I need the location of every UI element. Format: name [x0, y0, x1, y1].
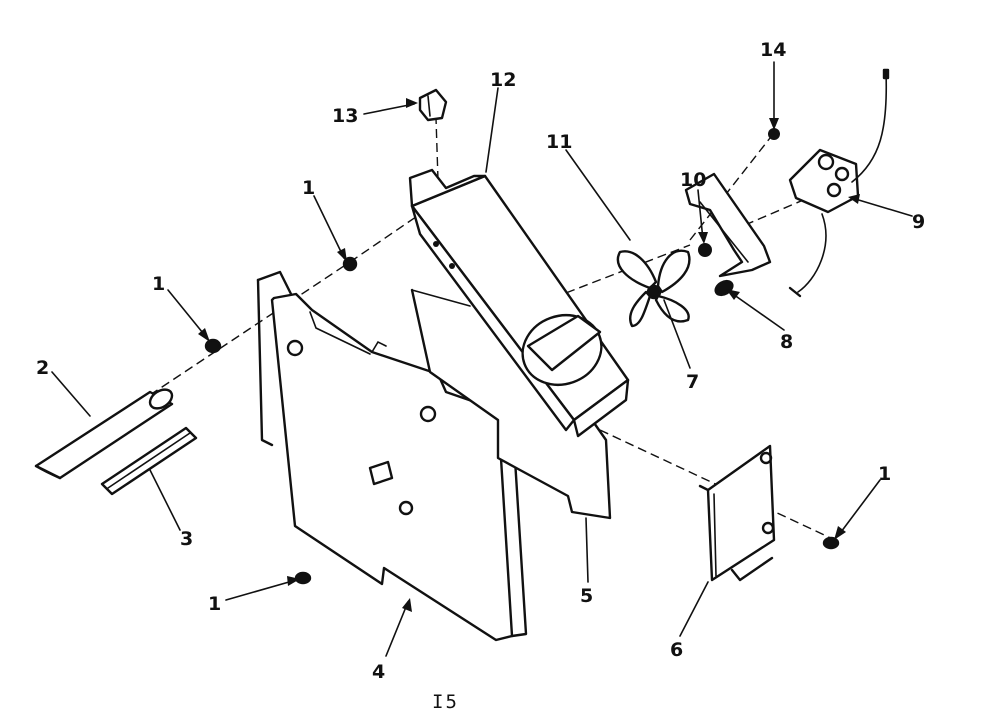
part-13-clip — [418, 88, 448, 122]
leader-lines — [51, 61, 913, 657]
callout-7: 7 — [686, 371, 699, 393]
part-12-blower-housing — [408, 168, 630, 438]
callout-5: 5 — [580, 585, 593, 607]
part-9-motor — [788, 68, 890, 298]
callout-4: 4 — [372, 661, 385, 683]
part-7-fan-blade — [616, 249, 691, 328]
callout-14: 14 — [760, 39, 786, 61]
callout-8: 8 — [780, 331, 793, 353]
callout-9: 9 — [912, 211, 925, 233]
callout-labels: 1 1 1 1 2 3 4 5 6 7 8 9 10 11 12 13 14 — [36, 39, 925, 683]
callout-12: 12 — [490, 69, 516, 91]
part-14-screw — [768, 128, 780, 140]
callout-1-top: 1 — [302, 177, 315, 199]
callout-1-top-left: 1 — [152, 273, 165, 295]
callout-10: 10 — [680, 169, 706, 191]
motor-bracket — [684, 172, 772, 278]
figure-id: I5 — [432, 691, 459, 713]
part-10-nut — [698, 243, 712, 257]
callout-11: 11 — [546, 131, 572, 153]
part-4-back-panel — [256, 270, 528, 642]
callout-13: 13 — [332, 105, 358, 127]
callout-6: 6 — [670, 639, 683, 661]
callout-2: 2 — [36, 357, 49, 379]
callout-3: 3 — [180, 528, 193, 550]
part-3-rod — [100, 426, 198, 496]
callout-1-bottom: 1 — [208, 593, 221, 615]
part-6-side-bracket — [698, 444, 776, 582]
part-2-trough — [34, 388, 174, 480]
part-5-inner-panel — [410, 288, 612, 520]
callout-1-right: 1 — [878, 463, 891, 485]
part-1-screws — [204, 256, 840, 585]
